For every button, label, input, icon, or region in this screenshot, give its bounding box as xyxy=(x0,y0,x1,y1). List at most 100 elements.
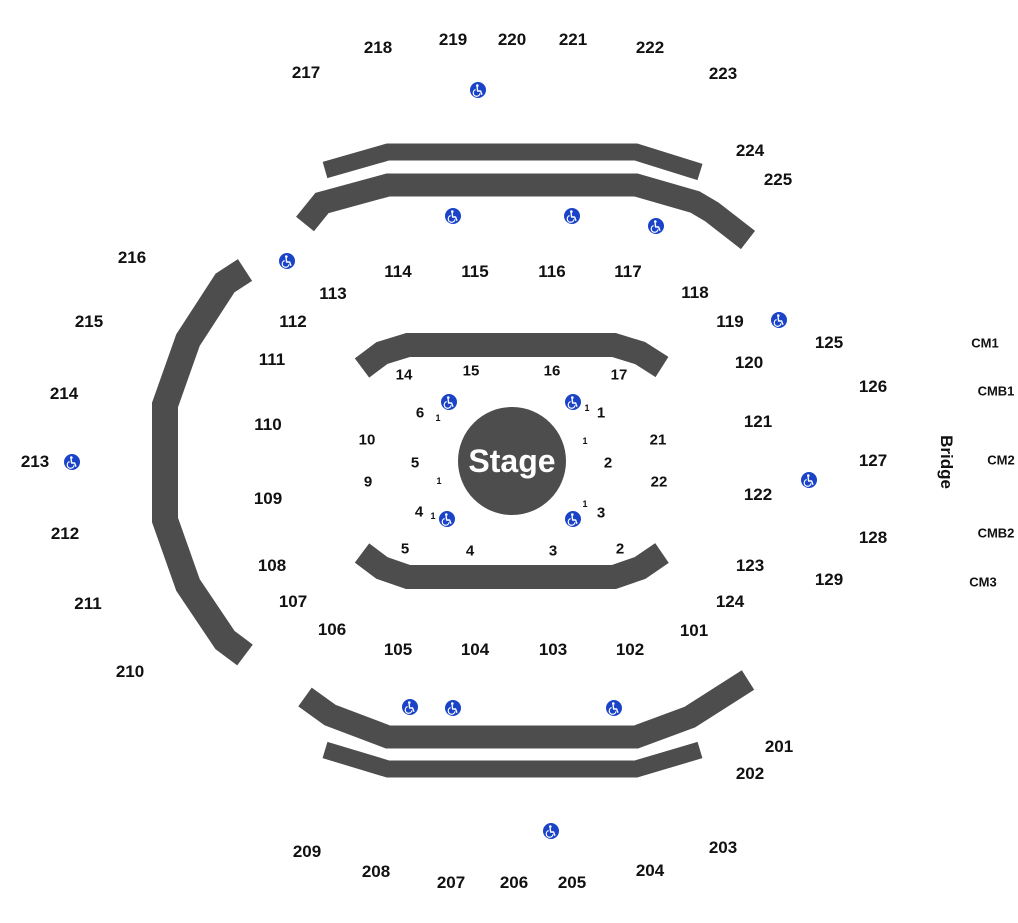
wheelchair-icon xyxy=(445,208,461,224)
section-label[interactable]: 112 xyxy=(279,312,307,331)
wheelchair-icon xyxy=(441,394,457,410)
section-label[interactable]: 116 xyxy=(538,262,566,281)
section-label[interactable]: 105 xyxy=(383,640,413,659)
section-label[interactable]: 219 xyxy=(438,30,468,49)
floor-section-label[interactable]: 4 xyxy=(414,503,424,521)
section-label[interactable]: 221 xyxy=(558,30,588,49)
stage-label: Stage xyxy=(468,442,556,479)
section-label[interactable]: 113 xyxy=(319,284,347,303)
section-label[interactable]: 209 xyxy=(292,842,322,861)
wall-floor-top xyxy=(354,333,669,378)
row-marker: 1 xyxy=(430,511,436,521)
section-label[interactable]: 202 xyxy=(735,764,765,783)
row-marker: 1 xyxy=(436,476,442,486)
floor-section-label[interactable]: 21 xyxy=(649,431,667,449)
wheelchair-icon xyxy=(771,312,787,328)
row-marker: 1 xyxy=(584,403,590,413)
floor-section-label[interactable]: 2 xyxy=(615,540,625,558)
row-marker: 1 xyxy=(582,436,588,446)
section-label[interactable]: 126 xyxy=(858,377,888,396)
club-section-label[interactable]: CMB1 xyxy=(977,383,1015,399)
section-label[interactable]: 129 xyxy=(814,570,844,589)
section-label[interactable]: 121 xyxy=(743,412,773,431)
floor-section-label[interactable]: 2 xyxy=(603,454,613,472)
wheelchair-icon xyxy=(565,511,581,527)
floor-section-label[interactable]: 3 xyxy=(596,504,606,522)
section-label[interactable]: 216 xyxy=(117,248,147,267)
club-section-label[interactable]: CMB2 xyxy=(977,525,1015,541)
section-label[interactable]: 127 xyxy=(858,451,888,470)
wheelchair-icon xyxy=(543,823,559,839)
section-label[interactable]: 206 xyxy=(499,873,529,892)
floor-section-label[interactable]: 5 xyxy=(400,540,410,558)
wheelchair-icon xyxy=(564,208,580,224)
section-label[interactable]: 214 xyxy=(49,384,79,403)
club-section-label[interactable]: CM1 xyxy=(971,335,999,351)
section-label[interactable]: 218 xyxy=(363,38,393,57)
wall-bottom-inner xyxy=(298,670,755,749)
section-label[interactable]: 225 xyxy=(763,170,793,189)
section-label[interactable]: 205 xyxy=(557,873,587,892)
wall-floor-bottom xyxy=(354,543,669,589)
section-label[interactable]: 223 xyxy=(708,64,738,83)
section-label[interactable]: 110 xyxy=(254,415,282,434)
row-marker: 1 xyxy=(582,499,588,509)
section-label[interactable]: 215 xyxy=(74,312,104,331)
floor-section-label[interactable]: 10 xyxy=(358,431,376,449)
floor-section-label[interactable]: 6 xyxy=(415,404,425,422)
wheelchair-icon xyxy=(801,472,817,488)
section-label[interactable]: 106 xyxy=(317,620,347,639)
section-label[interactable]: 213 xyxy=(20,452,50,471)
section-label[interactable]: 108 xyxy=(257,556,287,575)
section-label[interactable]: 104 xyxy=(460,640,490,659)
wheelchair-icon xyxy=(402,699,418,715)
wheelchair-icon xyxy=(64,454,80,470)
floor-section-label[interactable]: 14 xyxy=(395,366,413,384)
section-label[interactable]: 204 xyxy=(635,861,665,880)
section-label[interactable]: 222 xyxy=(635,38,665,57)
floor-section-label[interactable]: 22 xyxy=(650,473,668,491)
section-label[interactable]: 111 xyxy=(258,350,286,369)
section-label[interactable]: 217 xyxy=(291,63,321,82)
floor-section-label[interactable]: 9 xyxy=(363,473,373,491)
club-section-label[interactable]: CM2 xyxy=(987,452,1015,468)
section-label[interactable]: 201 xyxy=(764,737,794,756)
section-label[interactable]: 107 xyxy=(278,592,308,611)
section-label[interactable]: 224 xyxy=(735,141,765,160)
section-label[interactable]: 117 xyxy=(614,262,642,281)
floor-section-label[interactable]: 3 xyxy=(548,542,558,560)
section-label[interactable]: 208 xyxy=(361,862,391,881)
section-label[interactable]: 203 xyxy=(708,838,738,857)
section-label[interactable]: 115 xyxy=(461,262,489,281)
section-label[interactable]: 119 xyxy=(716,312,744,331)
section-label[interactable]: 114 xyxy=(384,262,412,281)
section-label[interactable]: 109 xyxy=(253,489,283,508)
section-label[interactable]: 211 xyxy=(74,594,102,613)
club-section-label[interactable]: CM3 xyxy=(969,574,997,590)
section-label[interactable]: 125 xyxy=(814,333,844,352)
floor-section-label[interactable]: 4 xyxy=(465,542,475,560)
section-label[interactable]: 220 xyxy=(497,30,527,49)
section-label[interactable]: 210 xyxy=(115,662,145,681)
section-label[interactable]: 128 xyxy=(858,528,888,547)
section-label[interactable]: 207 xyxy=(436,873,466,892)
row-marker: 1 xyxy=(435,413,441,423)
section-label[interactable]: 118 xyxy=(681,283,709,302)
section-label[interactable]: 120 xyxy=(734,353,764,372)
floor-section-label[interactable]: 1 xyxy=(596,404,606,422)
floor-section-label[interactable]: 17 xyxy=(610,366,628,384)
section-label[interactable]: 212 xyxy=(50,524,80,543)
bridge-label: Bridge xyxy=(937,435,956,489)
section-label[interactable]: 122 xyxy=(743,485,773,504)
floor-section-label[interactable]: 15 xyxy=(462,362,480,380)
wheelchair-icon xyxy=(470,82,486,98)
section-label[interactable]: 103 xyxy=(538,640,568,659)
floor-section-label[interactable]: 16 xyxy=(543,362,561,380)
section-label[interactable]: 124 xyxy=(715,592,745,611)
floor-section-label[interactable]: 5 xyxy=(410,454,420,472)
wall-bottom-outer xyxy=(322,741,703,778)
section-label[interactable]: 101 xyxy=(679,621,709,640)
section-label[interactable]: 102 xyxy=(615,640,645,659)
section-label[interactable]: 123 xyxy=(735,556,765,575)
